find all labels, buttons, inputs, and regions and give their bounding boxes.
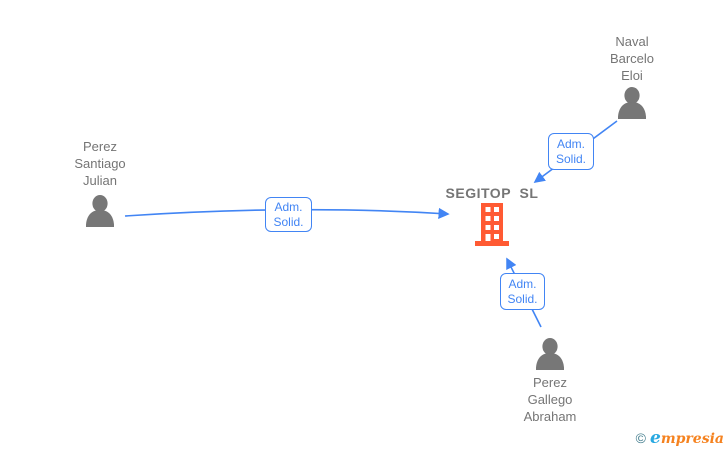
edge-label-adm-solid-top-right[interactable]: Adm. Solid. xyxy=(548,133,594,170)
person-name: Naval Barcelo Eloi xyxy=(609,34,655,83)
person-node-perez-santiago-julian[interactable]: Perez Santiago Julian xyxy=(40,138,160,227)
person-node-perez-gallego-abraham[interactable]: Perez Gallego Abraham xyxy=(490,338,610,425)
person-icon xyxy=(533,338,567,370)
person-icon xyxy=(83,195,117,227)
person-icon xyxy=(615,87,649,119)
edge-label-adm-solid-bottom[interactable]: Adm. Solid. xyxy=(500,273,545,310)
empresia-logo-text: mpresia xyxy=(660,431,724,447)
company-name: SEGITOP SL xyxy=(445,185,539,201)
company-node-segitop-sl[interactable]: SEGITOP SL xyxy=(432,185,552,251)
person-name: Perez Gallego Abraham xyxy=(523,375,577,424)
person-name: Perez Santiago Julian xyxy=(74,139,126,188)
empresia-logo-e: e xyxy=(650,428,661,448)
empresia-logo: © e mpresia xyxy=(636,430,724,447)
copyright-icon: © xyxy=(635,430,646,446)
edge-label-adm-solid-left[interactable]: Adm. Solid. xyxy=(265,197,312,232)
person-node-naval-barcelo-eloi[interactable]: Naval Barcelo Eloi xyxy=(572,33,692,119)
building-icon xyxy=(475,203,509,251)
